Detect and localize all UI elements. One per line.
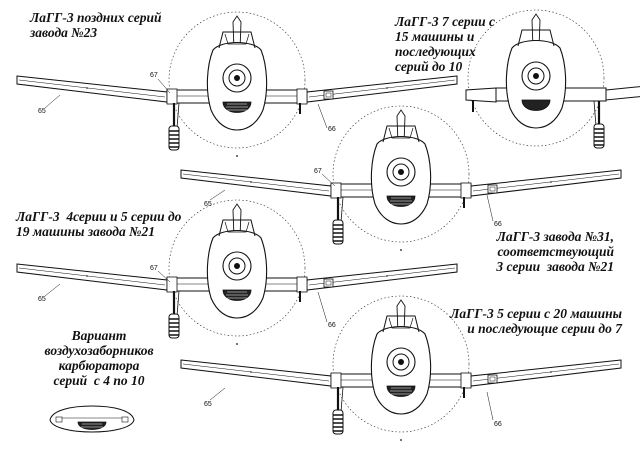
- carb-intake-inset: [49, 405, 135, 433]
- callout-66: 66: [494, 221, 502, 228]
- caption-plant23-late: ЛаГГ-3 поздних серий завода №23: [30, 10, 162, 40]
- callout-65: 65: [204, 201, 212, 208]
- callout-leaders: [44, 78, 494, 421]
- callout-65: 65: [38, 108, 46, 115]
- callout-66: 66: [328, 322, 336, 329]
- caption-carb-variant: Вариант воздухозаборников карбюратора се…: [44, 328, 154, 388]
- caption-series4-5: ЛаГГ-3 4серии и 5 серии до 19 машины зав…: [16, 209, 182, 239]
- callout-65: 65: [204, 401, 212, 408]
- callout-66: 66: [328, 126, 336, 133]
- callout-67: 67: [150, 265, 158, 272]
- caption-plant31: ЛаГГ-3 завода №31, соответствующий 3 сер…: [496, 229, 614, 274]
- callout-66: 66: [494, 421, 502, 428]
- caption-series5: ЛаГГ-3 5 серии с 20 машины и последующие…: [450, 306, 622, 336]
- callout-67: 67: [150, 72, 158, 79]
- callout-67: 67: [314, 168, 322, 175]
- caption-series7: ЛаГГ-3 7 серии с 15 машины и последующих…: [395, 14, 496, 74]
- callout-65: 65: [38, 296, 46, 303]
- callout-numbers: 65 66 67 65 66 67 65 66 67 65 66: [38, 72, 502, 428]
